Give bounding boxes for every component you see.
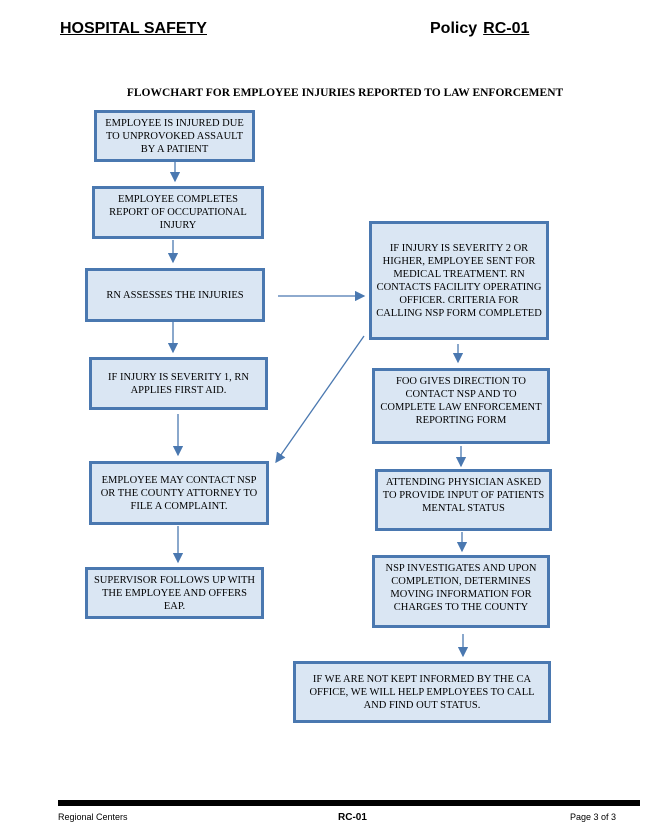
box-attending-physician: ATTENDING PHYSICIAN ASKED TO PROVIDE INP… [375,469,552,531]
footer-divider [58,800,640,806]
policy-code: RC-01 [483,20,530,37]
box-nsp-investigates: NSP INVESTIGATES AND UPON COMPLETION, DE… [372,555,550,628]
box-kept-informed: IF WE ARE NOT KEPT INFORMED BY THE CA OF… [293,661,551,723]
footer-page-number: Page 3 of 3 [570,812,617,822]
box-employee-completes-report: EMPLOYEE COMPLETES REPORT OF OCCUPATIONA… [92,186,264,239]
footer-left: Regional Centers [58,812,128,822]
policy-label: Policy [430,20,478,37]
box-employee-injured: EMPLOYEE IS INJURED DUE TO UNPROVOKED AS… [94,110,255,162]
box-contact-nsp: EMPLOYEE MAY CONTACT NSP OR THE COUNTY A… [89,461,269,525]
box-severity-2: IF INJURY IS SEVERITY 2 OR HIGHER, EMPLO… [369,221,549,340]
box-supervisor-follows-up: SUPERVISOR FOLLOWS UP WITH THE EMPLOYEE … [85,567,264,619]
flowchart-title: FLOWCHART FOR EMPLOYEE INJURIES REPORTED… [126,87,564,99]
arrow-severity2-to-contact [275,335,365,464]
policy-heading: Policy RC-01 [430,20,529,38]
box-severity-1: IF INJURY IS SEVERITY 1, RN APPLIES FIRS… [89,357,268,410]
footer-center: RC-01 [338,812,367,823]
box-rn-assesses: RN ASSESSES THE INJURIES [85,268,265,322]
box-foo-direction: FOO GIVES DIRECTION TO CONTACT NSP AND T… [372,368,550,444]
document-title: HOSPITAL SAFETY [60,20,207,37]
